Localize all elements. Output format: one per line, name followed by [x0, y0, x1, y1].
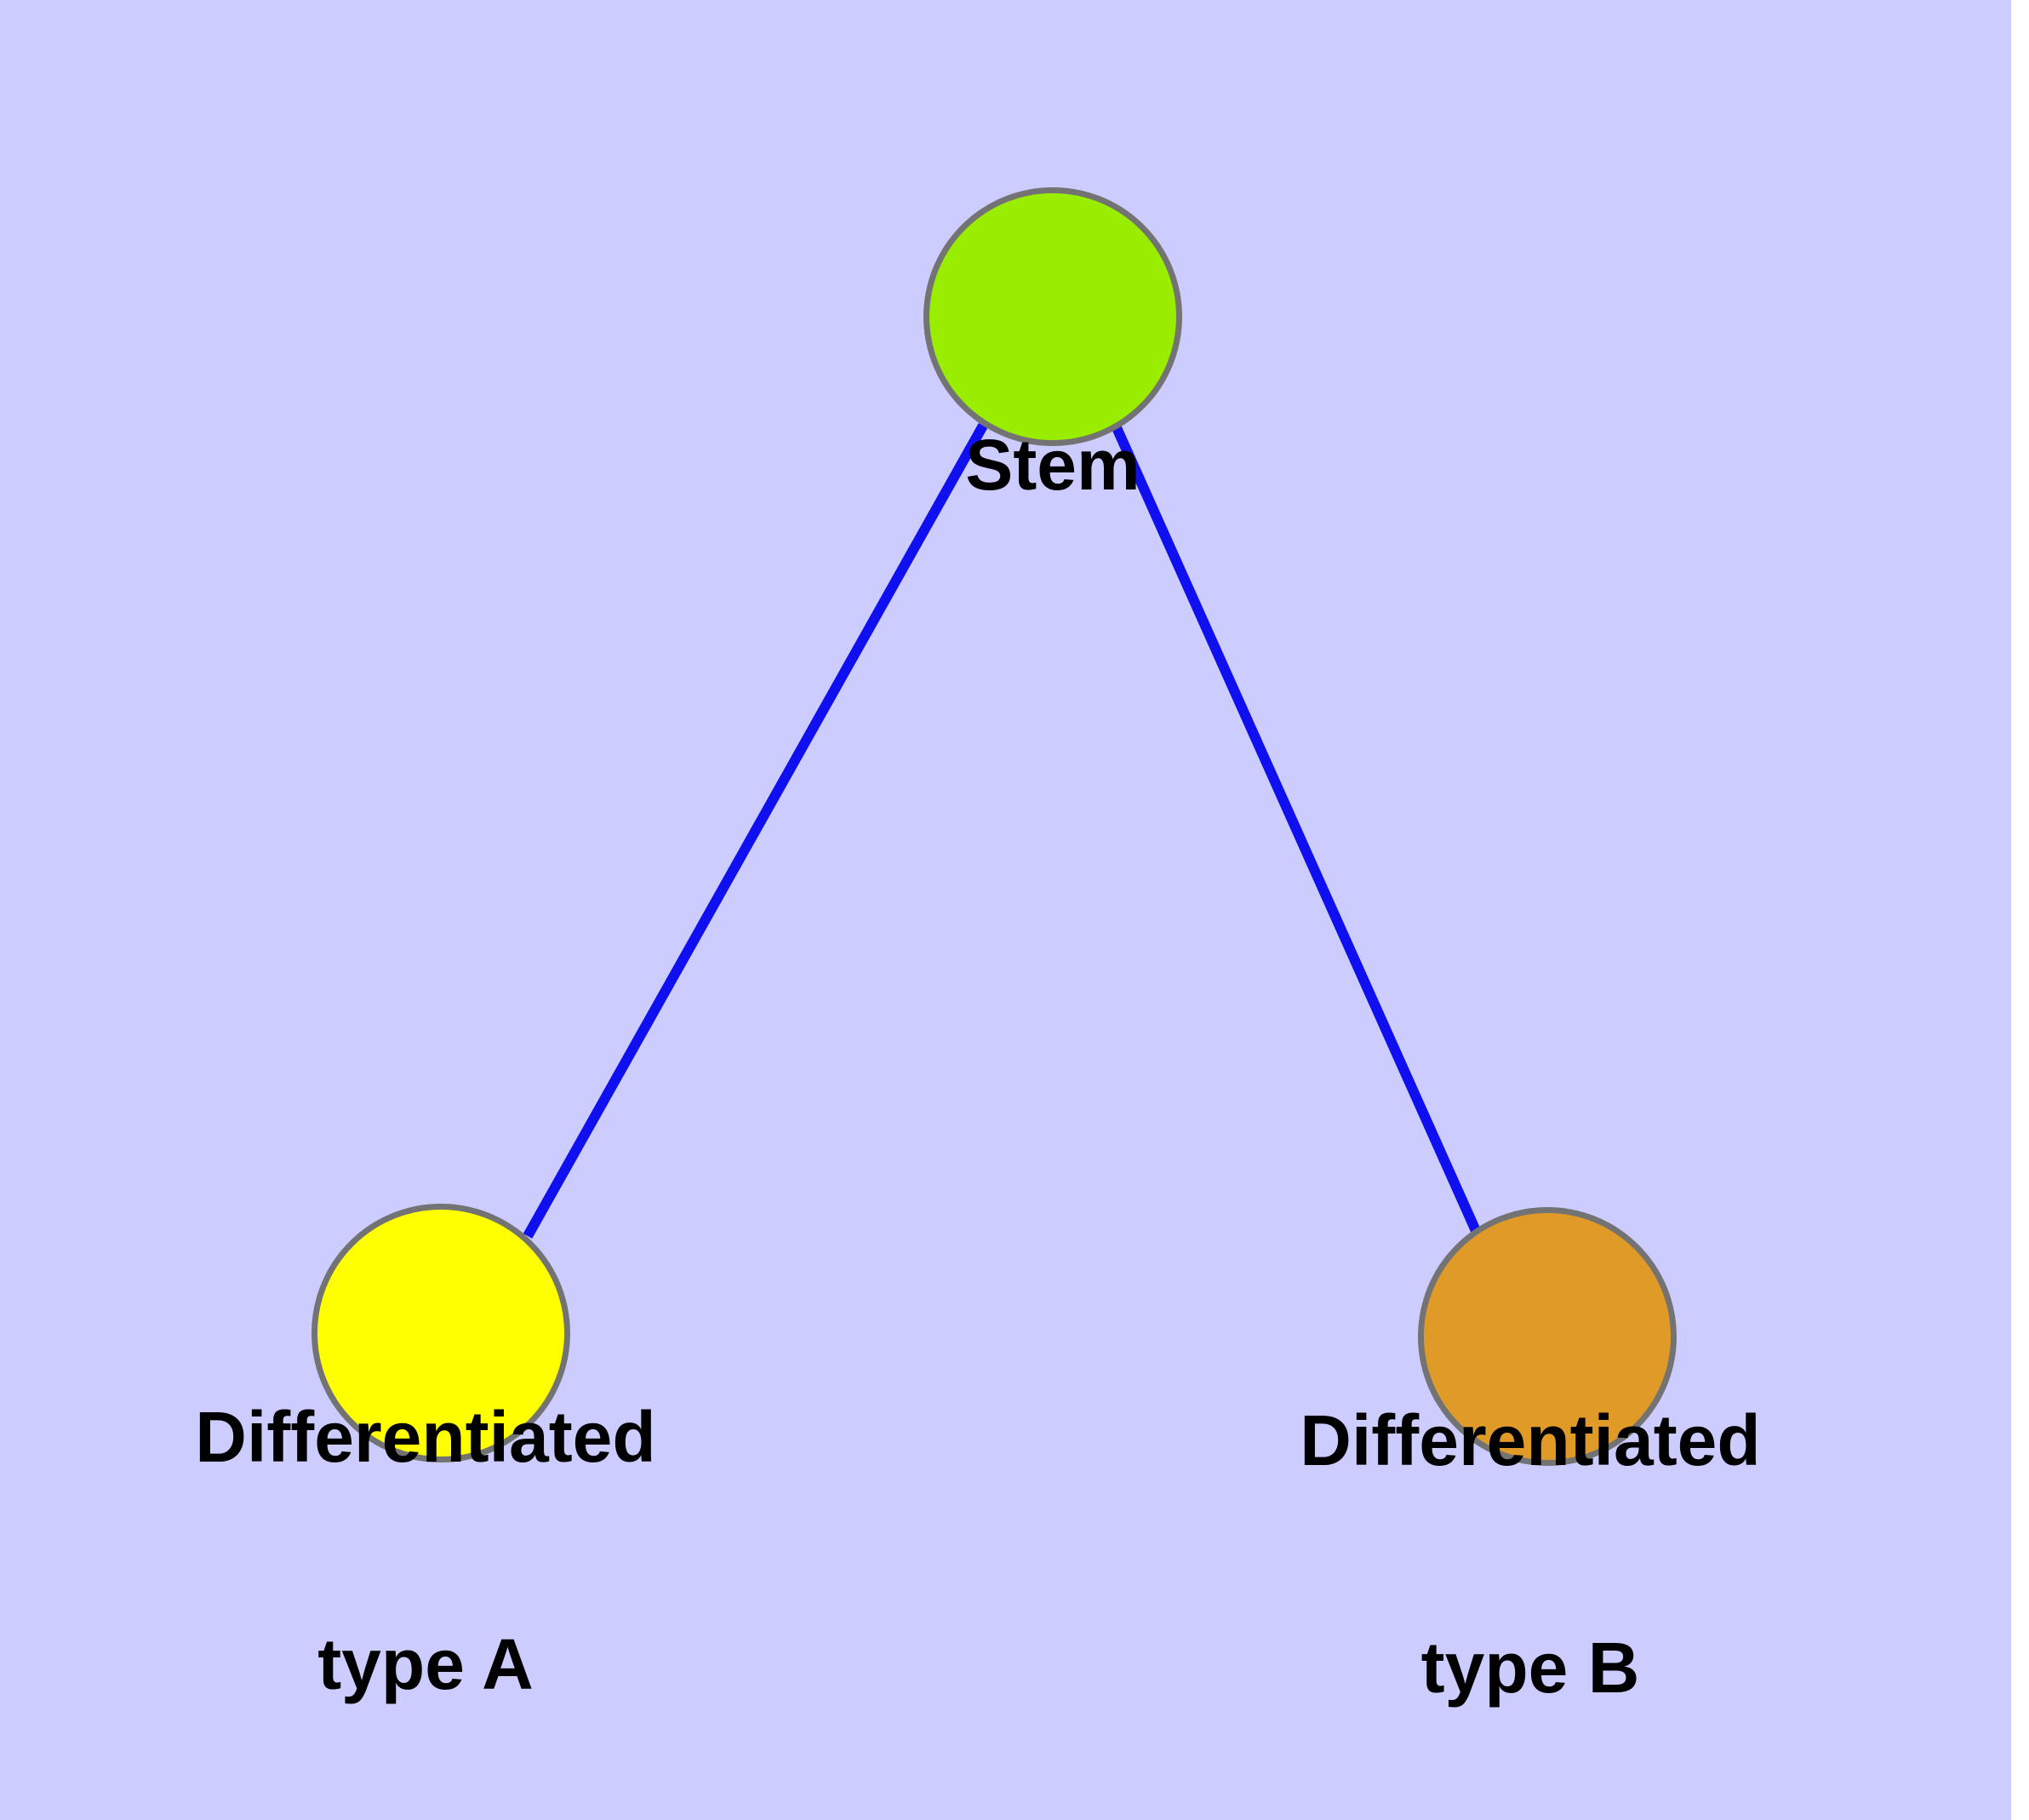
node-stem[interactable] — [923, 187, 1182, 446]
node-differentiated-type-a[interactable] — [311, 1204, 570, 1462]
edge-stem-to-diff-b — [1110, 421, 1482, 1235]
node-differentiated-type-b[interactable] — [1418, 1207, 1677, 1466]
edge-stem-to-diff-a — [523, 423, 988, 1239]
